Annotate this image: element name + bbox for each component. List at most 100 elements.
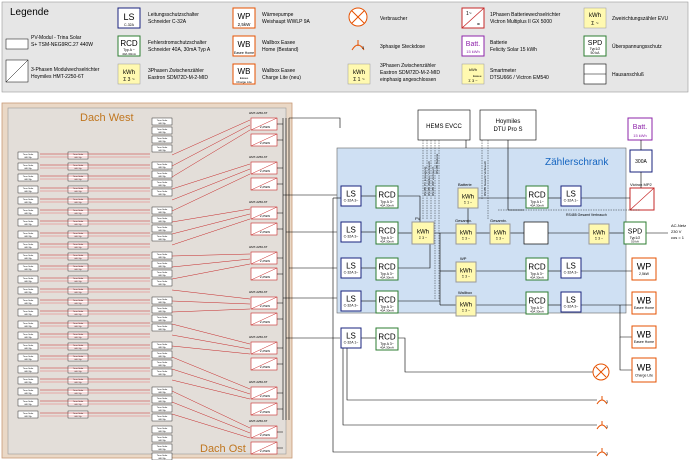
- svg-text:HMT-2250-6T: HMT-2250-6T: [249, 290, 268, 294]
- svg-text:440 Wp: 440 Wp: [158, 132, 166, 134]
- cabinet-title: Zählerschrank: [545, 157, 609, 168]
- svg-text:Verbraucher: Verbraucher: [380, 16, 408, 22]
- svg-text:Trina Solar: Trina Solar: [73, 322, 84, 325]
- svg-text:Typ A 3~: Typ A 3~: [380, 342, 394, 346]
- ls-breaker: LSC-32A 3~: [340, 185, 362, 207]
- svg-text:DTU Pro S: DTU Pro S: [493, 127, 522, 133]
- svg-text:RCD: RCD: [528, 190, 546, 199]
- svg-text:Trina Solar: Trina Solar: [73, 232, 84, 235]
- svg-text:2,25kW: 2,25kW: [260, 433, 270, 437]
- svg-text:Easee: Easee: [240, 76, 249, 80]
- svg-text:Trina Solar: Trina Solar: [23, 333, 34, 336]
- legend-meter-3ph: kWh Σ 3 ~ 3Phasen Zwischenzähler Eastron…: [117, 63, 208, 85]
- ls-breaker: LSC-32A 3~: [340, 257, 362, 279]
- svg-text:Trina Solar: Trina Solar: [73, 310, 84, 313]
- svg-text:Easee Home: Easee Home: [634, 340, 654, 344]
- svg-text:Typ A 1~: Typ A 1~: [530, 200, 544, 204]
- svg-text:WB: WB: [637, 329, 652, 339]
- svg-text:1Phasen Batteriewechselrichter: 1Phasen Batteriewechselrichter: [490, 12, 561, 18]
- svg-text:Trina Solar: Trina Solar: [73, 355, 84, 358]
- svg-text:440 Wp: 440 Wp: [74, 236, 82, 238]
- svg-text:2,25kW: 2,25kW: [260, 185, 270, 189]
- svg-text:440 Wp: 440 Wp: [24, 416, 32, 418]
- svg-text:Charge Lite (neu): Charge Lite (neu): [262, 75, 301, 81]
- svg-text:Batt.: Batt.: [633, 124, 647, 131]
- svg-text:2,25kW: 2,25kW: [260, 365, 270, 369]
- svg-text:440 Wp: 440 Wp: [24, 326, 32, 328]
- svg-text:HMT-2250-6T: HMT-2250-6T: [249, 200, 268, 204]
- svg-text:Typ1/2: Typ1/2: [590, 47, 601, 51]
- svg-text:RCD: RCD: [378, 262, 396, 271]
- svg-text:Home (Bestand): Home (Bestand): [262, 47, 299, 53]
- svg-text:440 Wp: 440 Wp: [74, 247, 82, 249]
- svg-text:=: =: [477, 22, 480, 28]
- svg-text:RS485 Gesamt Verbrauch: RS485 Gesamt Verbrauch: [566, 213, 607, 217]
- svg-text:kWh: kWh: [417, 229, 429, 235]
- svg-text:RCD: RCD: [378, 332, 396, 341]
- svg-text:Trina Solar: Trina Solar: [157, 316, 168, 319]
- svg-text:440 Wp: 440 Wp: [74, 179, 82, 181]
- svg-text:Trina Solar: Trina Solar: [157, 361, 168, 364]
- legend-battery-inverter: 1~ = 1Phasen Batteriewechselrichter Vict…: [461, 7, 561, 29]
- legend-title: Legende: [10, 7, 49, 18]
- svg-text:440 Wp: 440 Wp: [24, 371, 32, 373]
- svg-text:440 Wp: 440 Wp: [74, 269, 82, 271]
- svg-text:Trina Solar: Trina Solar: [157, 397, 168, 400]
- svg-text:Trina Solar: Trina Solar: [157, 388, 168, 391]
- svg-text:300A: 300A: [635, 159, 647, 165]
- svg-text:Trina Solar: Trina Solar: [23, 254, 34, 257]
- svg-text:440 Wp: 440 Wp: [74, 292, 82, 294]
- svg-text:Trina Solar: Trina Solar: [73, 265, 84, 268]
- svg-text:440 Wp: 440 Wp: [158, 401, 166, 403]
- svg-text:kWh: kWh: [353, 70, 365, 76]
- svg-text:440 Wp: 440 Wp: [158, 440, 166, 442]
- ls-breaker: LSC-32A 1~: [340, 327, 362, 349]
- svg-text:WP: WP: [637, 261, 652, 271]
- svg-text:PV: PV: [415, 216, 421, 221]
- svg-text:440 Wp: 440 Wp: [74, 258, 82, 260]
- svg-text:440 Wp: 440 Wp: [74, 359, 82, 361]
- svg-text:40A 30mA: 40A 30mA: [530, 309, 544, 313]
- legend-wb-home: WB Easee Home Wallbox Easee Home (Bestan…: [232, 35, 299, 57]
- svg-text:Trina Solar: Trina Solar: [73, 187, 84, 190]
- svg-text:440 Wp: 440 Wp: [158, 212, 166, 214]
- legend-ls: LS C-32A Leitungsschutzschalter Schneide…: [117, 7, 199, 29]
- svg-text:440 Wp: 440 Wp: [74, 281, 82, 283]
- svg-text:HMT-2250-6T: HMT-2250-6T: [249, 380, 268, 384]
- svg-text:DTSU666 / Victron EM540: DTSU666 / Victron EM540: [490, 75, 549, 81]
- svg-text:Easee Home: Easee Home: [634, 306, 654, 310]
- svg-text:2,25kW: 2,25kW: [260, 169, 270, 173]
- svg-text:440 Wp: 440 Wp: [74, 416, 82, 418]
- svg-text:1~: 1~: [466, 11, 472, 17]
- svg-text:kWh: kWh: [460, 230, 472, 236]
- svg-text:Schneider 40A, 30mA Typ A: Schneider 40A, 30mA Typ A: [148, 47, 211, 53]
- svg-text:Trina Solar: Trina Solar: [73, 277, 84, 280]
- legend-house-connection: Hausanschluß: [583, 63, 644, 85]
- svg-text:440 Wp: 440 Wp: [74, 213, 82, 215]
- svg-text:Σ 3 ~: Σ 3 ~: [123, 77, 135, 83]
- svg-text:PV-Modul - Trina Solar: PV-Modul - Trina Solar: [31, 35, 82, 41]
- svg-text:Trina Solar: Trina Solar: [23, 164, 34, 167]
